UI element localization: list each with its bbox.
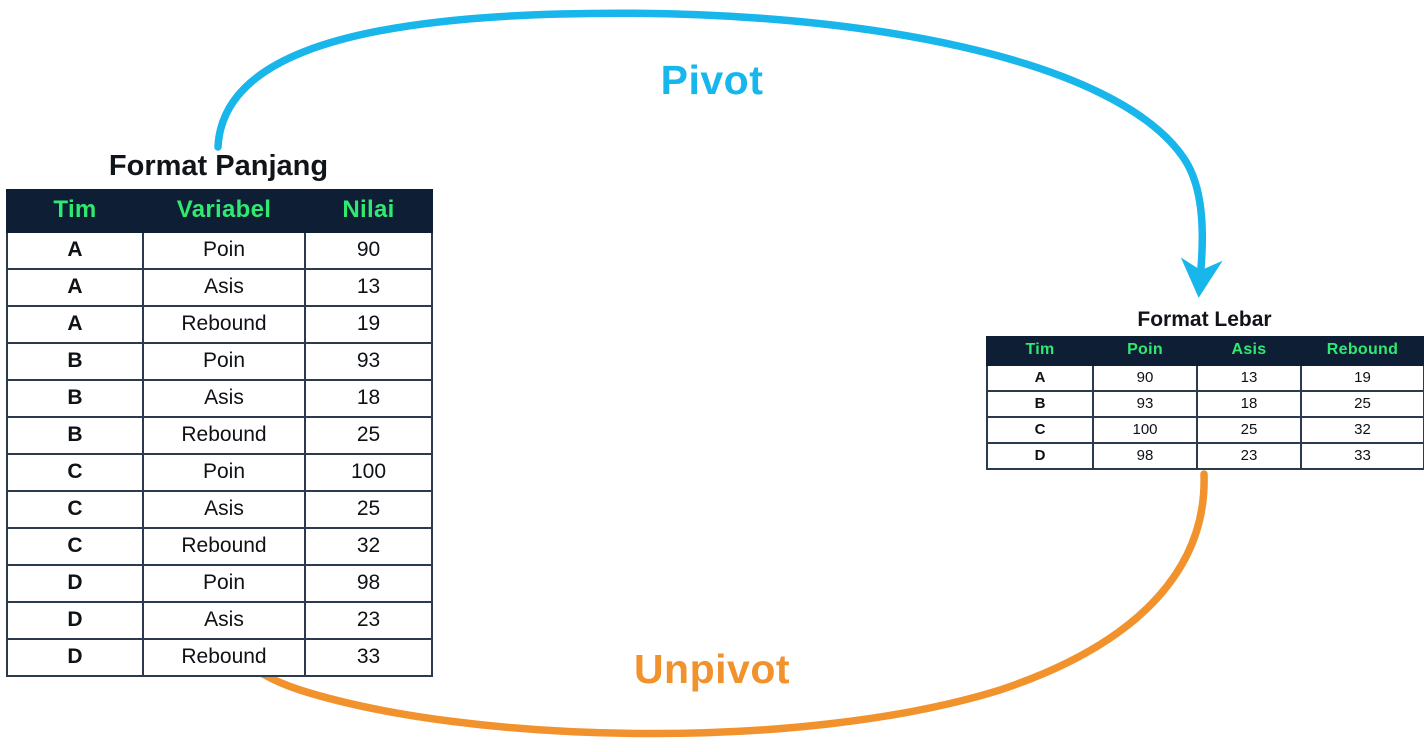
cell-tim: D <box>986 442 1094 470</box>
cell-tim: B <box>6 342 144 381</box>
cell-tim: C <box>6 453 144 492</box>
cell-nilai: 100 <box>304 453 433 492</box>
cell-tim: B <box>6 379 144 418</box>
cell-variabel: Rebound <box>142 305 306 344</box>
cell-poin: 93 <box>1092 390 1198 418</box>
cell-asis: 13 <box>1196 364 1302 392</box>
cell-tim: C <box>6 527 144 566</box>
wide-format-title: Format Lebar <box>1137 308 1272 331</box>
cell-nilai: 33 <box>304 638 433 677</box>
column-header-tim: Tim <box>6 189 144 233</box>
cell-variabel: Rebound <box>142 638 306 677</box>
cell-tim: A <box>6 268 144 307</box>
column-header-tim: Tim <box>986 336 1094 366</box>
cell-asis: 25 <box>1196 416 1302 444</box>
table-header-row: Tim Poin Asis Rebound <box>986 336 1424 366</box>
cell-asis: 18 <box>1196 390 1302 418</box>
cell-variabel: Poin <box>142 564 306 603</box>
cell-variabel: Poin <box>142 453 306 492</box>
cell-tim: D <box>6 601 144 640</box>
cell-tim: D <box>6 564 144 603</box>
cell-nilai: 23 <box>304 601 433 640</box>
cell-rebound: 32 <box>1300 416 1424 444</box>
cell-variabel: Asis <box>142 601 306 640</box>
cell-tim: A <box>986 364 1094 392</box>
cell-nilai: 18 <box>304 379 433 418</box>
cell-tim: B <box>6 416 144 455</box>
column-header-variabel: Variabel <box>142 189 306 233</box>
cell-rebound: 19 <box>1300 364 1424 392</box>
cell-tim: A <box>6 305 144 344</box>
cell-nilai: 19 <box>304 305 433 344</box>
cell-asis: 23 <box>1196 442 1302 470</box>
cell-poin: 90 <box>1092 364 1198 392</box>
cell-variabel: Asis <box>142 379 306 418</box>
cell-tim: D <box>6 638 144 677</box>
cell-rebound: 33 <box>1300 442 1424 470</box>
cell-variabel: Asis <box>142 490 306 529</box>
cell-variabel: Rebound <box>142 416 306 455</box>
column-header-poin: Poin <box>1092 336 1198 366</box>
cell-tim: C <box>986 416 1094 444</box>
column-header-rebound: Rebound <box>1300 336 1424 366</box>
table-header-row: Tim Variabel Nilai <box>6 189 433 233</box>
column-header-asis: Asis <box>1196 336 1302 366</box>
cell-variabel: Rebound <box>142 527 306 566</box>
unpivot-label: Unpivot <box>633 646 791 692</box>
cell-nilai: 90 <box>304 231 433 270</box>
column-header-nilai: Nilai <box>304 189 433 233</box>
cell-rebound: 25 <box>1300 390 1424 418</box>
long-format-title: Format Panjang <box>108 150 329 182</box>
pivot-label: Pivot <box>660 57 764 103</box>
cell-nilai: 25 <box>304 416 433 455</box>
cell-variabel: Poin <box>142 231 306 270</box>
cell-tim: C <box>6 490 144 529</box>
cell-variabel: Poin <box>142 342 306 381</box>
cell-tim: A <box>6 231 144 270</box>
cell-nilai: 13 <box>304 268 433 307</box>
cell-poin: 100 <box>1092 416 1198 444</box>
cell-nilai: 98 <box>304 564 433 603</box>
cell-poin: 98 <box>1092 442 1198 470</box>
cell-tim: B <box>986 390 1094 418</box>
cell-nilai: 25 <box>304 490 433 529</box>
cell-variabel: Asis <box>142 268 306 307</box>
cell-nilai: 32 <box>304 527 433 566</box>
cell-nilai: 93 <box>304 342 433 381</box>
